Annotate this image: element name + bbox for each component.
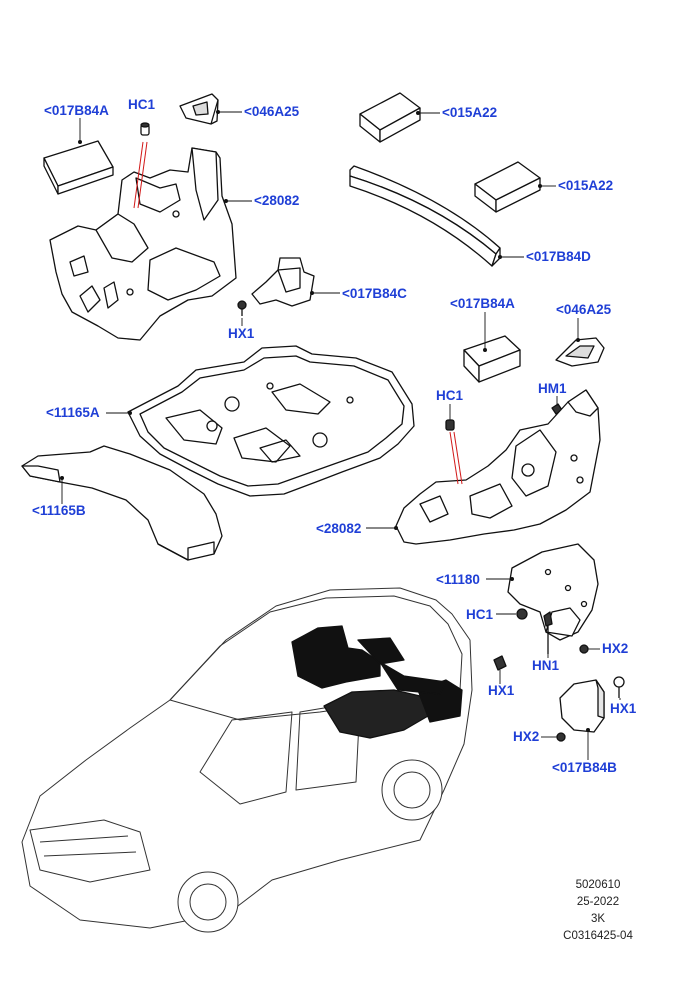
- leader-lines-red: [133, 141, 463, 485]
- foam-block-017B84A-left[interactable]: [43, 140, 114, 195]
- callout-046A25-top[interactable]: <046A25: [244, 104, 300, 119]
- clip-HX1-right[interactable]: [613, 676, 625, 698]
- callout-017B84C[interactable]: <017B84C: [342, 286, 407, 301]
- callout-017B84A-left[interactable]: <017B84A: [44, 103, 109, 118]
- clip-HX2-right[interactable]: [579, 644, 589, 654]
- callout-11180[interactable]: <11180: [436, 572, 480, 587]
- callout-HM1[interactable]: HM1: [538, 381, 567, 396]
- callout-HX1-mid[interactable]: HX1: [488, 683, 515, 698]
- callout-017B84B[interactable]: <017B84B: [552, 760, 617, 775]
- fixing-HN1[interactable]: [543, 611, 553, 654]
- callout-HC1-top[interactable]: HC1: [128, 97, 156, 112]
- foam-block-015A22-top[interactable]: [359, 92, 421, 143]
- vehicle-illustration: [21, 587, 473, 933]
- bracket-017B84B[interactable]: [559, 679, 605, 733]
- leader-dots: [60, 110, 590, 732]
- callout-015A22-lower[interactable]: <015A22: [558, 178, 614, 193]
- reference-code: 3K: [590, 913, 606, 925]
- clip-HX2-lower[interactable]: [556, 732, 566, 742]
- callout-HN1[interactable]: HN1: [532, 658, 560, 673]
- reference-number: 5020610: [575, 879, 621, 891]
- callout-015A22-top[interactable]: <015A22: [442, 105, 498, 120]
- callout-HX1-right[interactable]: HX1: [610, 701, 637, 716]
- callout-11165A[interactable]: <11165A: [46, 405, 100, 420]
- callout-11165B[interactable]: <11165B: [32, 503, 86, 518]
- insulator-panel-28082-lower[interactable]: [395, 389, 601, 545]
- callout-HC1-lower[interactable]: HC1: [466, 607, 494, 622]
- callout-HX2-right[interactable]: HX2: [602, 641, 629, 656]
- callout-HC1-mid[interactable]: HC1: [436, 388, 464, 403]
- bracket-046A25-top[interactable]: [179, 93, 219, 125]
- callout-HX1-top[interactable]: HX1: [228, 326, 255, 341]
- clip-HC1-lower[interactable]: [516, 608, 528, 620]
- foam-block-015A22-lower[interactable]: [474, 161, 541, 213]
- callout-046A25-right[interactable]: <046A25: [556, 302, 612, 317]
- duct-11165B[interactable]: [21, 445, 223, 561]
- vehicle-highlighted-parts: [291, 625, 463, 739]
- clip-HX1-top[interactable]: [237, 300, 247, 316]
- bracket-017B84C[interactable]: [251, 257, 315, 307]
- reference-date: 25-2022: [576, 896, 620, 908]
- clip-HC1-top[interactable]: [140, 122, 150, 136]
- foam-block-017B84A-right[interactable]: [463, 335, 521, 383]
- load-floor-11165A[interactable]: [127, 345, 415, 497]
- insulator-panel-28082-upper[interactable]: [49, 147, 237, 341]
- callout-017B84D[interactable]: <017B84D: [526, 249, 591, 264]
- reference-illustration-id: C0316425-04: [563, 930, 633, 942]
- bracket-11180[interactable]: [507, 543, 599, 641]
- foam-strip-017B84D[interactable]: [349, 165, 501, 267]
- callout-HX2-lower[interactable]: HX2: [513, 729, 540, 744]
- clip-HX1-mid[interactable]: [493, 655, 507, 671]
- callout-28082-upper[interactable]: <28082: [254, 193, 300, 208]
- callout-28082-lower[interactable]: <28082: [316, 521, 362, 536]
- callout-017B84A-right[interactable]: <017B84A: [450, 296, 515, 311]
- bracket-046A25-right[interactable]: [555, 337, 605, 367]
- leader-lines: [61, 111, 621, 760]
- clip-HC1-mid[interactable]: [445, 419, 455, 431]
